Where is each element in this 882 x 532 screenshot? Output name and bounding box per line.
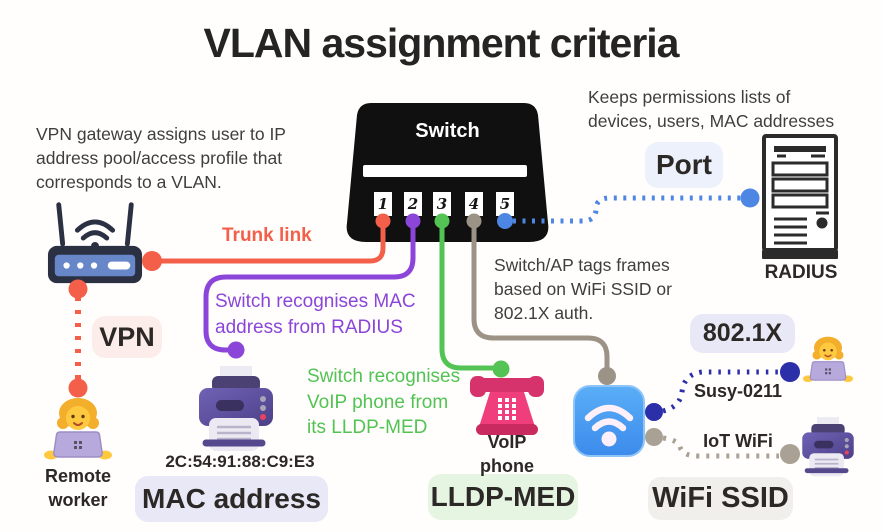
note-mac-recognition: Switch recognises MAC address from RADIU… (215, 291, 416, 338)
switch: Switch 1 2 3 4 5 (340, 97, 555, 245)
trunk-link-label: Trunk link (222, 225, 312, 246)
switch-port-4: 4 (465, 192, 483, 216)
voip-phone-icon (470, 376, 544, 435)
note-wifi-tagging: Switch/AP tags frames based on WiFi SSID… (494, 255, 672, 324)
switch-port-2: 2 (404, 192, 422, 216)
voip-phone-label: VoIP phone (480, 432, 534, 477)
lldp-med-badge: LLDP-MED (428, 474, 578, 520)
wifi-ssid-badge: WiFi SSID (648, 477, 793, 520)
printer-icon (199, 366, 273, 451)
remote-worker-label: Remote worker (44, 466, 111, 511)
vpn-router-icon (47, 202, 143, 284)
port-badge: Port (645, 142, 723, 188)
switch-port-5: 5 (496, 192, 514, 216)
susy-worker-emoji (802, 336, 854, 383)
page-title: VLAN assignment criteria (203, 20, 680, 66)
susy-ssid-label: Susy-0211 (693, 381, 783, 401)
mac-address-badge: MAC address (135, 476, 328, 522)
switch-slot (363, 165, 527, 177)
printer-mac-value: 2C:54:91:88:C9:E3 (165, 452, 315, 471)
radius-port-dot (740, 188, 760, 208)
note-voip-recognition: Switch recognises VoIP phone from its LL… (307, 366, 461, 439)
vpn-badge: VPN (92, 316, 162, 358)
wifi-ap-icon (573, 385, 645, 457)
switch-port-3: 3 (433, 192, 451, 216)
note-vpn-gateway: VPN gateway assigns user to IP address p… (36, 124, 286, 193)
iot-wifi-label: IoT WiFi (703, 431, 773, 451)
printer-mac-dot (227, 341, 245, 359)
ap-top-dot (598, 367, 616, 385)
switch-port-1: 1 (374, 192, 392, 216)
note-radius-role: Keeps permissions lists of devices, user… (588, 87, 835, 132)
remote-worker-emoji (44, 398, 112, 460)
radius-label: RADIUS (764, 262, 838, 283)
ap-iot-dot (645, 428, 663, 446)
radius-server-icon (762, 134, 838, 259)
8021x-badge: 802.1X (690, 314, 795, 353)
iot-printer-icon (802, 417, 854, 477)
switch-label: Switch (415, 120, 480, 142)
ap-8021x-dot (645, 403, 663, 421)
